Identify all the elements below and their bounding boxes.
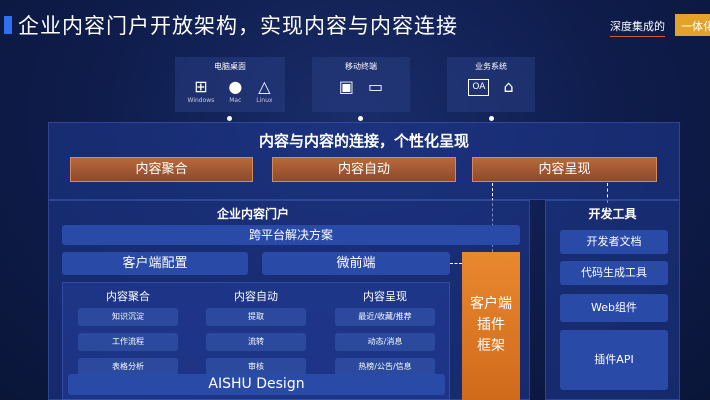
column-aggregation: 内容聚合 知识沉淀 工作流程 表格分析 [68,288,188,383]
title-marker [4,16,12,34]
feature-item: 知识沉淀 [78,308,178,326]
aishu-design-bar: AISHU Design [68,374,445,395]
plugin-framework-box: 客户端 插件 框架 [462,252,520,400]
client-config-box: 客户端配置 [62,252,248,275]
cross-platform-bar: 跨平台解决方案 [62,225,520,245]
slide-title: 企业内容门户开放架构，实现内容与内容连接 [18,14,458,38]
apple-icon: ●Mac [228,77,243,104]
portal-title: 企业内容门户 [216,207,289,221]
column-title: 内容呈现 [363,290,407,303]
column-presentation: 内容呈现 最近/收藏/推荐 动态/消息 热榜/公告/信息 [325,288,445,383]
dashed-connector [607,183,608,203]
devtools-web-components: Web组件 [560,294,668,322]
micro-frontend-box: 微前端 [262,252,450,275]
business-system-icon: ⌂ [503,77,514,96]
oa-icon: OA [468,79,490,96]
feature-item: 最近/收藏/推荐 [335,308,435,326]
devtools-plugin-api: 插件API [560,330,668,390]
linux-icon: △Linux [256,77,273,104]
devtools-docs: 开发者文档 [560,230,668,254]
badge-left: 深度集成的 [610,18,665,37]
connector-dot [489,116,494,121]
devtools-title: 开发工具 [588,207,637,221]
column-automation: 内容自动 提取 流转 审核 [196,288,316,383]
plugin-framework-line: 客户端 [470,296,512,312]
platform-mobile: 移动终端 ▣ ▭ [312,57,410,112]
connection-title: 内容与内容的连接，个性化呈现 [258,132,469,150]
platform-desktop: 电脑桌面 ⊞Windows ●Mac △Linux [175,57,285,112]
feature-item: 表格分析 [78,358,178,376]
feature-item: 热榜/公告/信息 [335,358,435,376]
column-title: 内容聚合 [106,290,150,303]
feature-item: 动态/消息 [335,333,435,351]
icon-label: Windows [187,97,215,104]
platform-business: 业务系统 OA ⌂ [447,57,535,112]
windows-icon: ⊞Windows [187,77,215,104]
feature-item: 提取 [206,308,306,326]
feature-item: 审核 [206,358,306,376]
connector-dot [227,116,232,121]
platform-label: 业务系统 [475,62,507,71]
connector-dot [358,116,363,121]
icon-label: Linux [256,97,273,104]
box-automation: 内容自动 [272,157,456,182]
feature-item: 工作流程 [78,333,178,351]
devtools-codegen: 代码生成工具 [560,261,668,285]
platform-label: 移动终端 [345,62,377,71]
android-icon: ▣ [338,77,354,96]
badge-right: 一体化 [675,14,710,36]
column-title: 内容自动 [234,290,278,303]
dashed-connector [450,263,462,264]
plugin-framework-line: 框架 [477,338,505,354]
platform-label: 电脑桌面 [214,62,246,71]
plugin-framework-line: 插件 [477,317,505,333]
feature-item: 流转 [206,333,306,351]
box-presentation: 内容呈现 [472,157,657,182]
icon-label: Mac [229,97,242,104]
box-aggregation: 内容聚合 [70,157,253,182]
devices-icon: ▭ [368,77,384,96]
